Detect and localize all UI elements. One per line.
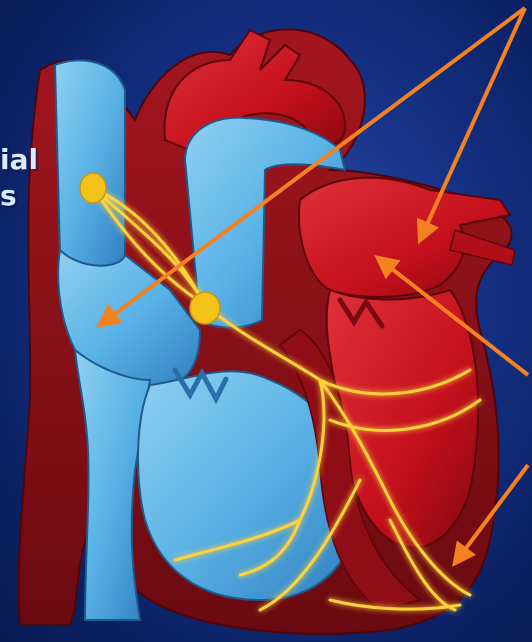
av-node — [190, 292, 220, 324]
superior-vena-cava — [55, 60, 125, 267]
cropped-label-line-1: ial — [0, 142, 38, 178]
cropped-label: ial s — [0, 142, 38, 214]
sa-node — [80, 173, 106, 203]
cropped-label-line-2: s — [0, 178, 38, 214]
